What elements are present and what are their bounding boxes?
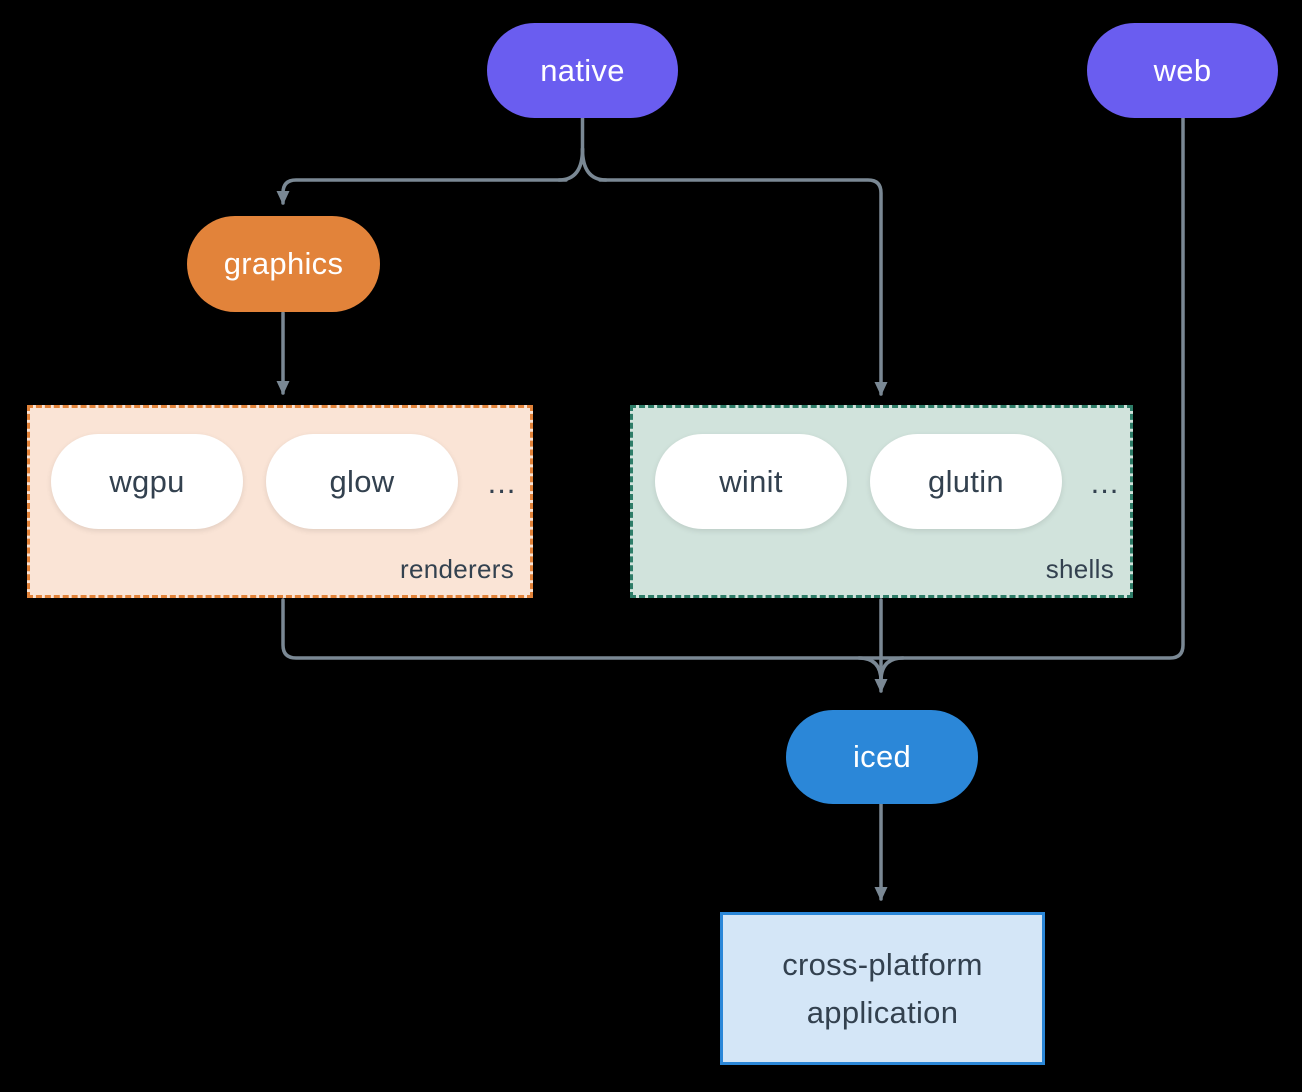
- application-label-line2: application: [806, 994, 959, 1030]
- shells-ellipsis: ...: [1090, 464, 1120, 500]
- edge-native-flare-left: [557, 147, 585, 182]
- node-native-label: native: [540, 52, 625, 88]
- node-wgpu-label: wgpu: [109, 463, 185, 499]
- edge-split-graphics: [276, 178, 568, 205]
- node-winit-label: winit: [719, 463, 783, 499]
- node-glutin-label: glutin: [928, 463, 1004, 499]
- shells-group-label: shells: [1045, 554, 1114, 584]
- edge-split-shells: [598, 178, 888, 396]
- node-winit: winit: [655, 434, 847, 529]
- edge-merge-flare-right: [879, 656, 905, 683]
- group-shells: winit glutin ... shells: [630, 405, 1133, 598]
- edge-merge-flare-left: [857, 656, 883, 683]
- application-label-line1: cross-platform: [782, 946, 983, 982]
- node-glutin: glutin: [870, 434, 1062, 529]
- node-web: web: [1087, 23, 1278, 118]
- renderers-ellipsis: ...: [487, 464, 517, 500]
- node-glow: glow: [266, 434, 458, 529]
- node-iced: iced: [786, 710, 978, 804]
- node-glow-label: glow: [329, 463, 395, 499]
- edge-native-flare-right: [580, 147, 608, 182]
- node-iced-label: iced: [852, 739, 912, 774]
- node-graphics-label: graphics: [223, 246, 344, 281]
- node-web-label: web: [1153, 52, 1212, 88]
- node-cross-platform-application: cross-platform application: [720, 912, 1045, 1065]
- renderers-group-label: renderers: [400, 554, 514, 584]
- node-wgpu: wgpu: [51, 434, 243, 529]
- group-renderers: wgpu glow ... renderers: [27, 405, 533, 598]
- node-native: native: [487, 23, 678, 118]
- node-graphics: graphics: [187, 216, 380, 312]
